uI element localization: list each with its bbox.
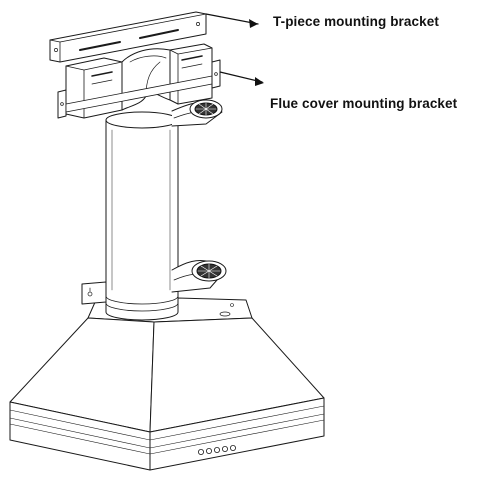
control-buttons (197, 444, 236, 455)
fan-icon-lower (191, 260, 227, 282)
tpiece-mounting-bracket (49, 11, 207, 63)
hood-canopy (9, 297, 325, 471)
wall-bracket (81, 281, 107, 305)
fan-icon-upper (189, 99, 223, 119)
chimney-flue (105, 111, 179, 321)
callout-arrow-tpiece (205, 13, 259, 25)
callout-label-flue-cover-mounting-bracket: Flue cover mounting bracket (270, 96, 458, 111)
callout-arrows (205, 13, 264, 86)
callout-label-tpiece-mounting-bracket: T-piece mounting bracket (273, 14, 439, 29)
flue-cover-mounting-bracket (57, 59, 221, 119)
